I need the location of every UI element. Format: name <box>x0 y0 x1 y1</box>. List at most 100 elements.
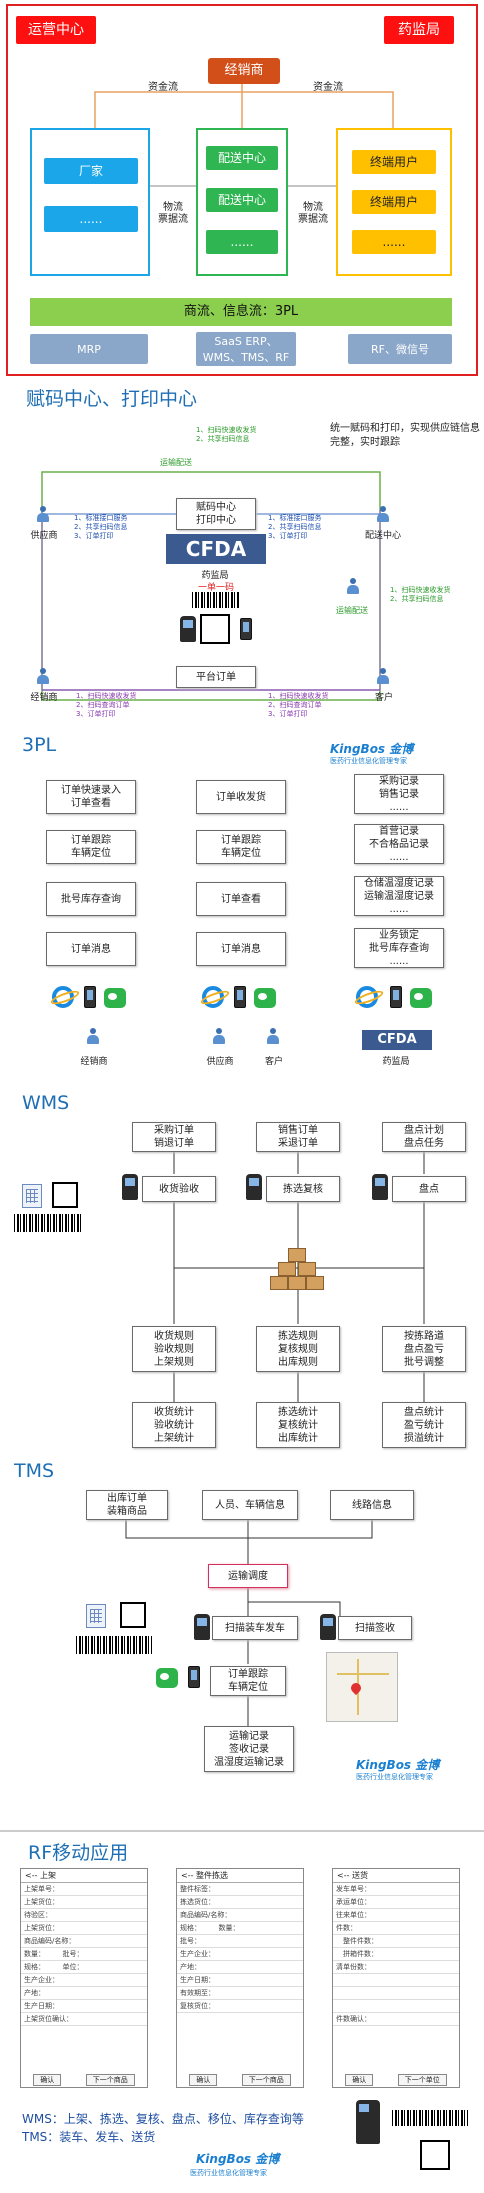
rf-row[interactable]: 上架货位确认： <box>21 2013 147 2026</box>
rf-device-icon <box>356 2100 380 2144</box>
coding-print-center: 赋码中心打印中心 <box>176 498 256 530</box>
rf-row[interactable]: 商品编码/名称： <box>177 1909 303 1922</box>
next-item-button[interactable]: 下一个商品 <box>241 2074 291 2086</box>
rf-row[interactable]: 生产日期： <box>177 1974 303 1987</box>
tms-connectors <box>125 1520 373 1726</box>
rf-row[interactable]: 件数： <box>333 1922 459 1935</box>
end-user-panel: 终端用户 终端用户 ...... <box>336 128 452 276</box>
rf-row[interactable] <box>333 2000 459 2013</box>
distributor-node: 经销商 <box>208 58 280 84</box>
customer-icon <box>264 1028 282 1046</box>
logistics-right: 物流 票据流 <box>298 202 328 225</box>
rf-row[interactable]: 承运单位： <box>333 1896 459 1909</box>
map-icon <box>326 1652 398 1722</box>
rf-row[interactable]: 有效期至： <box>177 1987 303 2000</box>
scanner-icon <box>246 1174 262 1200</box>
phone-icon <box>188 1666 200 1688</box>
3pl-c1-r2: 订单跟踪车辆定位 <box>46 830 136 864</box>
rf-title: RF移动应用 <box>28 1842 129 1864</box>
confirm-button[interactable]: 确认 <box>189 2074 218 2086</box>
coding-center-title: 赋码中心、打印中心 <box>26 388 198 410</box>
rf-row[interactable]: 清单份数： <box>333 1961 459 1974</box>
wechat-icon <box>410 988 432 1008</box>
kingbos-logo-3pl: KingBos 金博 <box>330 742 414 756</box>
spreadsheet-icon <box>86 1604 106 1628</box>
scanner-icon <box>194 1614 210 1640</box>
rf-row[interactable]: 复核货位： <box>177 2000 303 2013</box>
tms-dispatch: 运输调度 <box>208 1564 288 1588</box>
rf-row[interactable]: 上架货位： <box>21 1896 147 1909</box>
rf-row[interactable]: 整件件数： <box>333 1935 459 1948</box>
tms-title: TMS <box>14 1460 55 1482</box>
tms-top-2: 人员、车辆信息 <box>202 1490 298 1520</box>
tagline: 统一赋码和打印，实现供应链信息完整，实时跟踪 <box>330 423 480 448</box>
rf-footer-wms: WMS：上架、拣选、复核、盘点、移位、库存查询等 <box>22 2112 304 2126</box>
ops-center-label: 运营中心 <box>16 16 96 44</box>
scanner-icon <box>372 1174 388 1200</box>
role-supplier: 供应商 <box>206 1057 234 1067</box>
wms-stats-3: 盘点统计盈亏统计损溢统计 <box>382 1402 466 1448</box>
rf-form-delivery: <-- 送货 发车单号： 承运单位： 往来单位： 件数： 整件件数： 拼箱件数：… <box>332 1868 460 2088</box>
next-item-button[interactable]: 下一个商品 <box>85 2074 135 2086</box>
wechat-icon <box>156 1668 178 1688</box>
tms-scan-sign: 扫描签收 <box>338 1616 412 1640</box>
rf-row[interactable]: 生产企业： <box>177 1948 303 1961</box>
barcode-icon <box>14 1214 82 1232</box>
tms-records: 运输记录签收记录温湿度运输记录 <box>204 1726 294 1772</box>
phone-icon <box>234 986 246 1008</box>
customer-icon <box>374 668 392 686</box>
truck-icon <box>344 578 362 596</box>
rf-row[interactable]: 整件标签： <box>177 1883 303 1896</box>
tms-diagram: 出库订单装箱商品 人员、车辆信息 线路信息 运输调度 扫描装车发车 扫描签收 订… <box>0 1486 484 1826</box>
rf-row[interactable]: 拼箱件数： <box>333 1948 459 1961</box>
rf-row[interactable]: 规格： 数量： <box>177 1922 303 1935</box>
rf-row[interactable]: 产地： <box>177 1961 303 1974</box>
rf-row[interactable]: 上架货位： <box>21 1922 147 1935</box>
rf-row[interactable]: 批号： <box>177 1935 303 1948</box>
rf-row[interactable]: 上架单号： <box>21 1883 147 1896</box>
rf-row[interactable]: 待验区： <box>21 1909 147 1922</box>
qr-code-icon <box>200 614 230 644</box>
scanner-icon <box>320 1614 336 1640</box>
rf-row[interactable]: 产地： <box>21 1987 147 2000</box>
rf-row[interactable] <box>333 1987 459 2000</box>
role-customer: 客户 <box>264 1057 283 1067</box>
cfda-logo: CFDA <box>166 534 266 564</box>
rf-row[interactable]: 发车单号： <box>333 1883 459 1896</box>
tms-track: 订单跟踪车辆定位 <box>210 1666 286 1696</box>
rf-row[interactable]: 往来单位： <box>333 1909 459 1922</box>
3pl-c1-r1: 订单快速录入订单查看 <box>46 780 136 814</box>
wms-op-pick: 拣选复核 <box>266 1176 340 1202</box>
rf-form-footer: 确认 下一个商品 <box>21 2073 147 2087</box>
confirm-button[interactable]: 确认 <box>345 2074 374 2086</box>
ie-browser-icon <box>52 986 74 1008</box>
rf-row[interactable]: 生产日期： <box>21 2000 147 2013</box>
rf-form-header: <-- 整件拣选 <box>177 1869 303 1883</box>
3pl-c2-r2: 订单跟踪车辆定位 <box>196 830 286 864</box>
rf-form-header: <-- 送货 <box>333 1869 459 1883</box>
rf-row[interactable]: 规格： 单位： <box>21 1961 147 1974</box>
confirm-button[interactable]: 确认 <box>33 2074 62 2086</box>
3pl-c3-r2: 首营记录不合格品记录...... <box>354 824 444 864</box>
next-unit-button[interactable]: 下一个单位 <box>397 2074 447 2086</box>
dc-panel: 配送中心 配送中心 ...... <box>196 128 288 276</box>
manufacturer-panel: 厂家 ...... <box>30 128 150 276</box>
rf-row[interactable]: 商品编码/名称： <box>21 1935 147 1948</box>
wms-op-receive: 收货验收 <box>142 1176 216 1202</box>
rf-row[interactable] <box>333 1974 459 1987</box>
rf-row[interactable]: 件数确认： <box>333 2013 459 2026</box>
rf-row[interactable]: 生产企业： <box>21 1974 147 1987</box>
scanner-icon <box>122 1174 138 1200</box>
wechat-icon <box>254 988 276 1008</box>
dc-node-2: 配送中心 <box>206 188 278 212</box>
tms-scan-ship: 扫描装车发车 <box>212 1616 298 1640</box>
3pl-grid: 订单快速录入订单查看 订单跟踪车辆定位 批号库存查询 订单消息 订单收发货 订单… <box>0 760 484 1090</box>
rf-row[interactable]: 拣选货位： <box>177 1896 303 1909</box>
3pl-c2-r1: 订单收发货 <box>196 780 286 814</box>
kingbos-sub-3pl: 医药行业信息化管理专家 <box>330 757 407 765</box>
rf-row[interactable]: 数量： 批号： <box>21 1948 147 1961</box>
customer-label: 客户 <box>374 693 393 703</box>
